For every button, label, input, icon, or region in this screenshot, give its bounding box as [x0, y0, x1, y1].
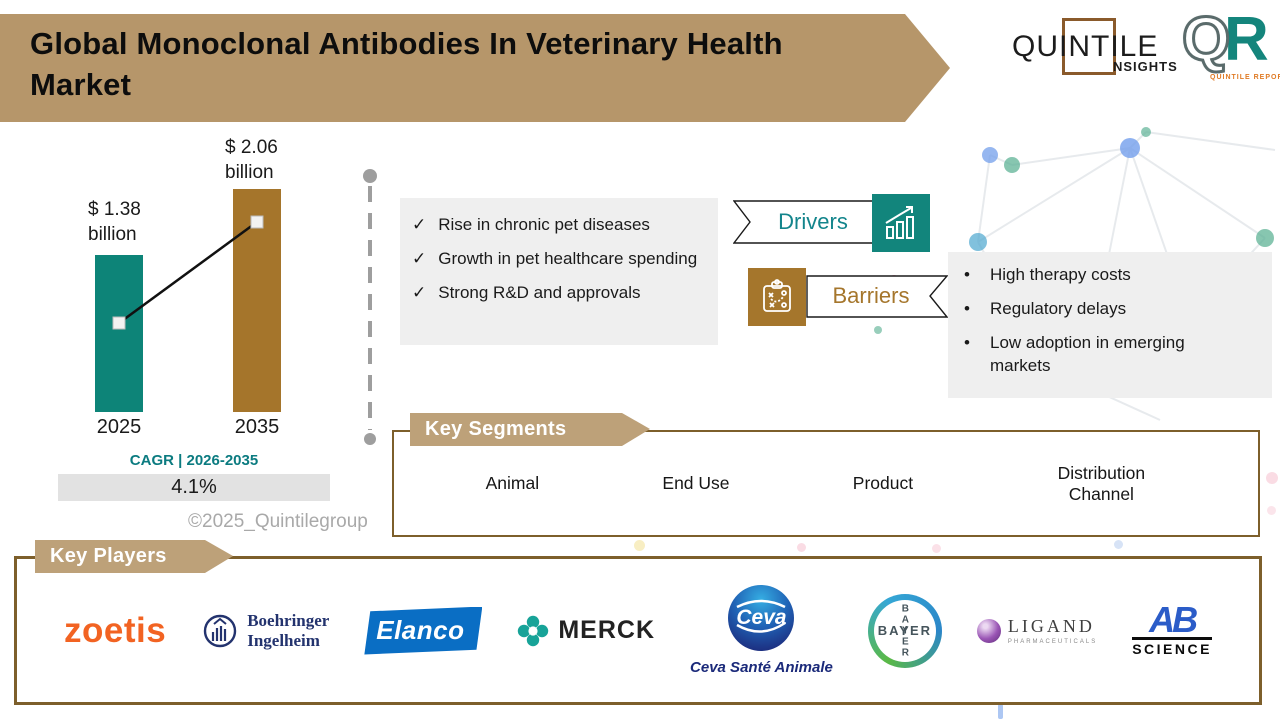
key-players-box: zoetis Boehringer Ingelheim Elanco [14, 556, 1262, 705]
driver-item: ✓ Strong R&D and approvals [412, 282, 710, 305]
barriers-list: • High therapy costs • Regulatory delays… [948, 252, 1272, 398]
qr-letter-q: Q [1180, 4, 1231, 76]
quintile-reports-logo: R Q QUINTILE REPORTS [1180, 4, 1280, 96]
bullet-icon: • [964, 265, 970, 284]
driver-text: Growth in pet healthcare spending [438, 248, 698, 268]
ligand-logo: LIGAND PHARMACEUTICALS [976, 616, 1098, 645]
driver-item: ✓ Rise in chronic pet diseases [412, 214, 710, 237]
barrier-item: • Regulatory delays [964, 298, 1264, 321]
trend-line [112, 215, 264, 330]
cagr-label: CAGR | 2026-2035 [129, 452, 259, 469]
bullet-icon: • [964, 332, 970, 352]
ligand-sphere-icon [976, 618, 1001, 643]
qr-caption: QUINTILE REPORTS [1210, 74, 1280, 81]
ab-science-logo: AB SCIENCE [1132, 599, 1212, 657]
decoration-dot [1267, 506, 1276, 515]
ligand-subtext: PHARMACEUTICALS [1007, 639, 1098, 645]
cagr-value: 4.1% [58, 474, 330, 501]
ceva-logo: Ceva Ceva Santé Animale [690, 585, 833, 676]
value-label-2025: $ 1.38 billion [88, 199, 141, 245]
decoration-dot [874, 326, 882, 334]
ab-science-science: SCIENCE [1132, 636, 1212, 657]
ceva-globe-icon: Ceva [728, 585, 795, 651]
barriers-ribbon [806, 275, 948, 318]
key-segments-box: Animal End Use Product Distribution Chan… [392, 430, 1260, 537]
barriers-title: Barriers [832, 283, 910, 308]
ceva-wordmark: Ceva [736, 606, 787, 629]
boehringer-line1: Boehringer [247, 610, 330, 630]
segment-end-use: End Use [662, 473, 730, 493]
bullet-icon: • [964, 298, 970, 318]
check-icon: ✓ [412, 248, 427, 268]
driver-text: Strong R&D and approvals [438, 282, 641, 302]
ab-science-ab: AB [1149, 599, 1198, 641]
insights-wordmark: NSIGHTS [1113, 59, 1178, 74]
year-label-2035: 2035 [234, 416, 280, 438]
elanco-wordmark: Elanco [376, 615, 465, 645]
value-label-2035: $ 2.06 billion [225, 137, 278, 183]
check-icon: ✓ [412, 282, 427, 302]
decoration-dot [1114, 540, 1123, 549]
zoetis-wordmark: zoetis [64, 610, 167, 650]
drivers-title: Drivers [778, 209, 848, 234]
decoration-dot [998, 704, 1003, 719]
qr-letter-r: R [1224, 5, 1269, 74]
boehringer-ingelheim-logo: Boehringer Ingelheim [201, 611, 329, 650]
barrier-item: • High therapy costs [964, 264, 1264, 287]
bayer-logo: BAYER BAYER [867, 593, 942, 668]
segment-animal: Animal [485, 473, 540, 493]
page-title: Global Monoclonal Antibodies In Veterina… [30, 26, 783, 102]
boehringer-line2: Ingelheim [247, 630, 320, 650]
zoetis-logo: zoetis [64, 611, 166, 651]
check-icon: ✓ [412, 215, 427, 234]
header-banner: Global Monoclonal Antibodies In Veterina… [0, 14, 950, 122]
barrier-text: Regulatory delays [990, 298, 1127, 318]
decoration-dot [1266, 472, 1278, 484]
decoration-dot [932, 544, 941, 553]
elanco-logo: Elanco [364, 606, 483, 655]
drivers-ribbon [733, 200, 875, 244]
merck-logo: MERCK [517, 615, 655, 647]
driver-text: Rise in chronic pet diseases [438, 215, 650, 234]
ceva-subtext: Ceva Santé Animale [690, 659, 833, 676]
barrier-text: High therapy costs [990, 265, 1131, 284]
segment-product: Product [852, 473, 914, 493]
market-size-chart: $ 1.38 billion $ 2.06 billion 2025 2035 … [40, 130, 380, 550]
boehringer-icon [204, 614, 237, 647]
barrier-text: Low adoption in emerging markets [990, 332, 1185, 375]
key-segments-ribbon: Key Segments [410, 413, 650, 446]
growth-chart-icon [872, 194, 930, 252]
copyright-watermark: ©2025_Quintilegroup [188, 511, 368, 532]
ligand-wordmark: LIGAND [1007, 616, 1095, 636]
driver-item: ✓ Growth in pet healthcare spending [412, 248, 710, 271]
bayer-horizontal-wordmark: BAYER [877, 623, 933, 638]
logo-frame [1062, 18, 1116, 75]
bar-2025 [95, 255, 143, 412]
quintile-insights-logo: QUINTILE NSIGHTS [1000, 6, 1180, 94]
merck-icon [518, 615, 549, 646]
barrier-item: • Low adoption in emerging markets [964, 332, 1264, 378]
merck-wordmark: MERCK [558, 616, 656, 644]
quintile-wordmark: QUINTILE [1012, 30, 1159, 63]
drivers-list: ✓ Rise in chronic pet diseases ✓ Growth … [400, 198, 718, 345]
bayer-vertical-wordmark: BAYER [899, 603, 911, 658]
segment-distribution-channel: Distribution Channel [1057, 462, 1146, 504]
decoration-dot [634, 540, 645, 551]
key-players-ribbon: Key Players [35, 540, 233, 573]
dashed-divider [363, 169, 377, 445]
decoration-dot [797, 543, 806, 552]
strategy-board-icon [748, 268, 806, 326]
year-label-2025: 2025 [96, 416, 142, 438]
